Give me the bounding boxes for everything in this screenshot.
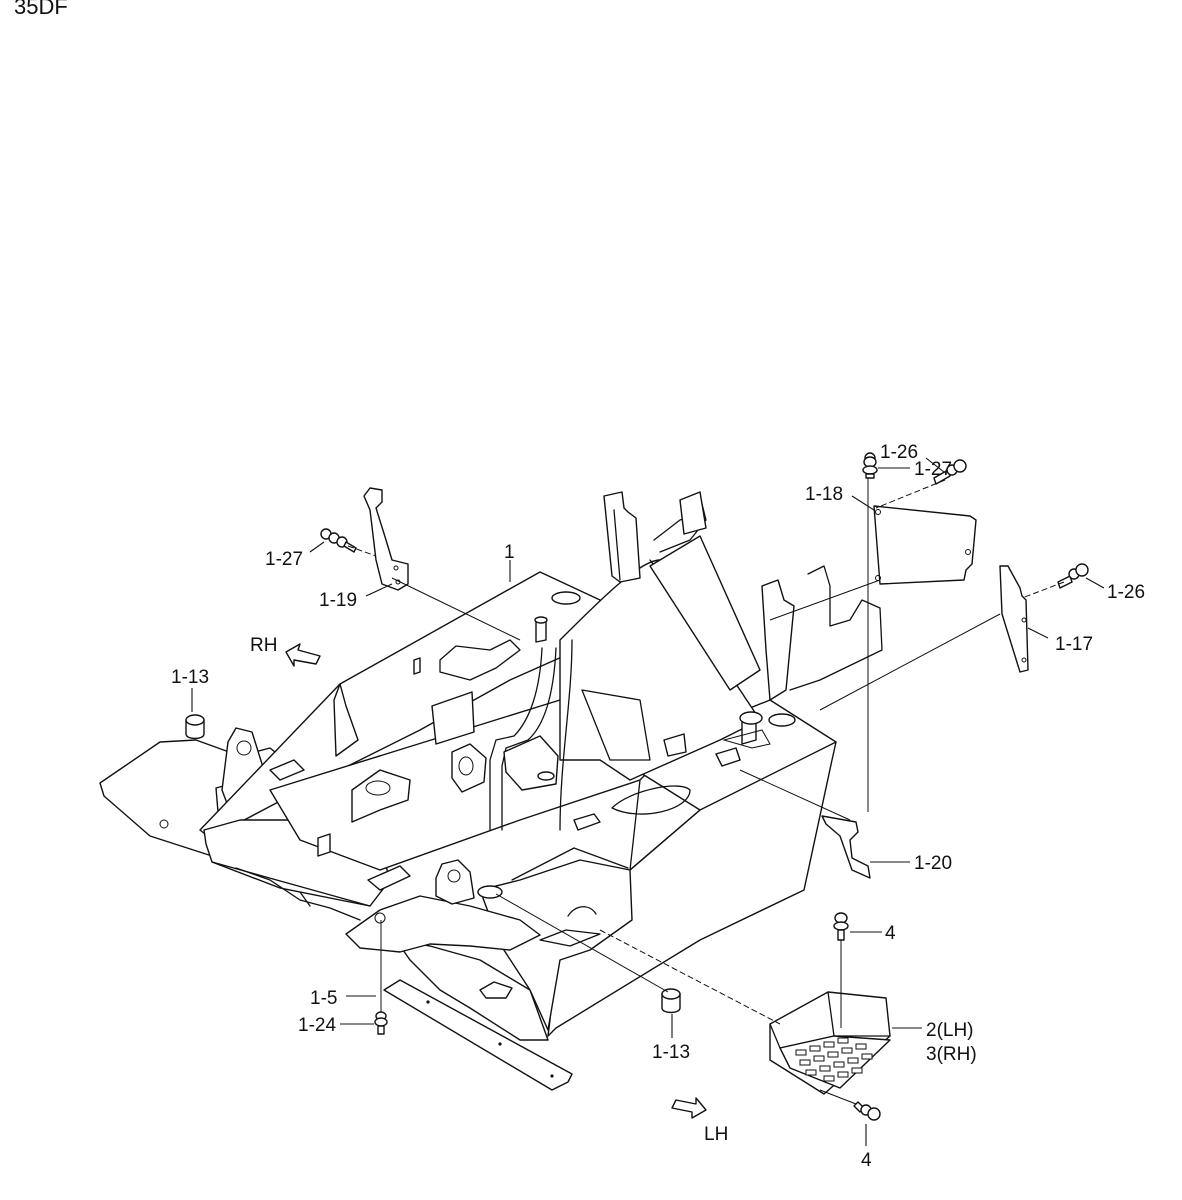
callout-1-13-left: 1-13 [171,667,209,688]
bolt-1-26-right [1057,563,1089,589]
bolt-1-26-top [933,459,967,485]
plate-1-18 [873,505,977,585]
foot-step-2-3 [769,991,891,1095]
model-label: 35DF [14,0,68,19]
callout-1-18: 1-18 [805,484,843,505]
bracket-1-17 [999,565,1029,673]
callout-1-13-bottom: 1-13 [652,1042,690,1063]
bushing-1-13-left [185,714,205,740]
callout-4-bottom: 4 [861,1150,872,1171]
callout-1-20: 1-20 [914,853,952,874]
callout-1-24: 1-24 [298,1015,336,1036]
callout-1-26-top: 1-26 [880,442,918,463]
arrow-lh-icon [671,1097,707,1119]
assembly-centerlines [347,478,1065,1105]
leader-lines [191,457,1105,1146]
arrow-rh-icon [285,643,321,667]
callout-3-rh: 3(RH) [926,1044,977,1065]
callout-1: 1 [504,542,515,563]
bolt-1-27-left [320,528,357,553]
bolt-1-27-right-stack [862,456,878,479]
callout-1-19: 1-19 [319,590,357,611]
direction-rh-label: RH [250,635,277,656]
direction-lh-label: LH [704,1124,728,1145]
callout-1-27-left: 1-27 [265,549,303,570]
callout-1-17: 1-17 [1055,634,1093,655]
strip-plate-1-5 [383,979,573,1091]
bracket-1-20 [821,815,871,879]
bracket-1-19 [363,487,409,591]
bolt-4-top [833,912,849,941]
callout-1-27-right: 1-27 [914,459,952,480]
callout-2-lh: 2(LH) [926,1020,974,1041]
bushing-1-13-bottom [661,988,681,1014]
callout-1-5: 1-5 [310,988,337,1009]
callout-1-26-right: 1-26 [1107,582,1145,603]
bolt-4-bottom [853,1101,881,1121]
bolt-1-24 [374,1011,388,1035]
callout-4-top: 4 [885,923,896,944]
main-frame [99,491,883,1041]
